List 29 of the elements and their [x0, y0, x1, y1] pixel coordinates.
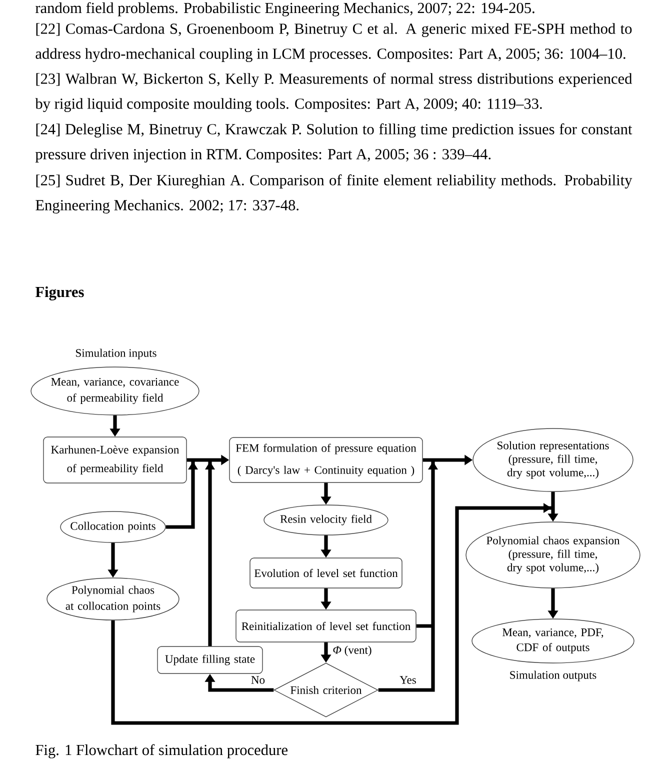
figure-caption: Fig. 1 Flowchart of simulation procedure	[36, 744, 288, 758]
edge-label: Φ (vent)	[332, 645, 372, 657]
reference-text: [23] Walbran W, Bickerton S, Kelly P. Measurements of normal stress distributions experienced by rigid liquid composite moulding tools. Composites: Part A, 2009; 40: 1119–33.	[35, 72, 632, 112]
reference-text: [24] Deleglise M, Binetruy C, Krawczak P. Solution to filling time prediction issues for constant pressure driven injection in RTM. Composites: Part A, 2005; 36 : 339–44.	[35, 123, 632, 162]
process-box: Update filling state	[157, 646, 263, 674]
reference-text: random field problems. Probabilistic Engineering Mechanics, 2007; 22: 194-205.	[36, 2, 534, 16]
reference-text: [25] Sudret B, Der Kiureghian A. Comparison of finite element reliability methods. Probability Engineering Mechanics. 2002; 17: 337-48.	[36, 174, 632, 214]
connector-line	[416, 624, 433, 628]
side-label: Simulation inputs	[76, 348, 156, 360]
process-box: Karhunen-Loève expansion of permeability field	[43, 436, 187, 484]
process-box: FEM formulation of pressure equation ( Darcy's law + Continuity equation )	[229, 437, 423, 483]
arrow	[166, 460, 198, 529]
oval-node: Collocation points	[60, 511, 166, 543]
process-box: Reinitialization of level set function	[236, 610, 416, 642]
edge-label: Yes	[399, 676, 417, 684]
arrow	[111, 503, 553, 725]
oval-node: Polynomial chaos at collocation points	[46, 578, 180, 620]
oval-node: Mean, variance, covariance of permeability field	[30, 366, 200, 416]
oval-node: Resin velocity field	[264, 504, 388, 536]
reference-text: [22] Comas-Cardona S, Groenenboom P, Binetruy C et al. A generic mixed FE-SPH method to address hydro-mechanical coupling in LCM processes. Composites: Part A, 2005; 36: 1004–10.	[36, 23, 632, 62]
edge-label: No	[250, 676, 266, 684]
section-heading: Figures	[35, 286, 84, 300]
oval-node: Solution representations (pressure, fill time, dry spot volume,...)	[472, 428, 634, 492]
side-label: Simulation outputs	[510, 670, 596, 682]
process-box: Evolution of level set function	[250, 558, 402, 588]
arrow	[205, 460, 215, 646]
oval-node: Mean, variance, PDF, CDF of outputs	[472, 618, 634, 664]
arrow	[378, 460, 438, 692]
oval-node: Polynomial chaos expansion (pressure, fill time, dry spot volume,...)	[466, 522, 640, 588]
